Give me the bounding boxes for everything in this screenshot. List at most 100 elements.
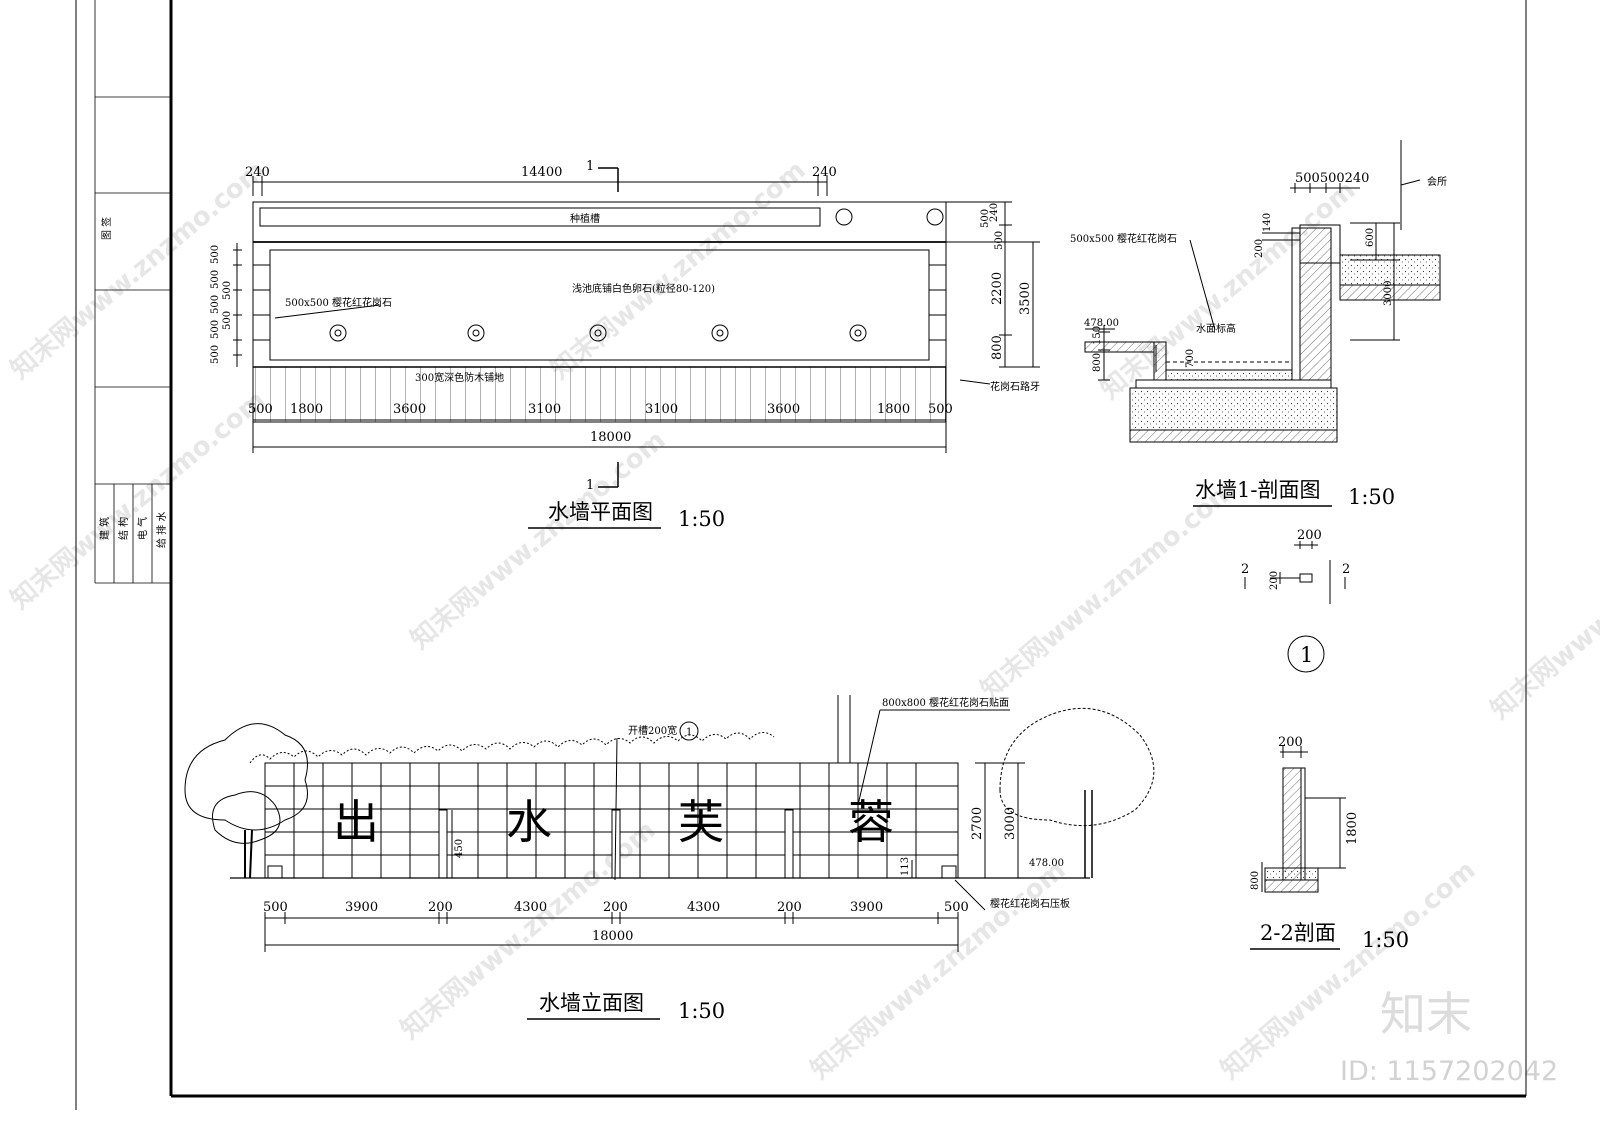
section1-dim-700: 700 (1185, 349, 1196, 368)
elevation-bottom-dim-5: 200 (603, 900, 628, 915)
section2-dim-top: 200 (1278, 735, 1303, 750)
plan-right-dim-500a: 500 (980, 209, 991, 228)
plan-label-deck: 300宽深色防木铺地 (415, 371, 504, 384)
section2-title: 2-2剖面 (1260, 921, 1336, 945)
section-1-view: 500500240 会所 500x500 樱花红花岗石 水面标高 478.00 … (1070, 140, 1447, 509)
watermark-text-2: 知末网www.znzmo.com (5, 385, 271, 615)
section-2-view: 200 1800 800 2-2剖面 1:50 (1250, 735, 1409, 952)
titleblock-row-2: 结 构 (117, 517, 130, 540)
elevation-cap-label: 樱花红花岗石压板 (990, 897, 1070, 910)
section1-title: 水墙1-剖面图 (1195, 478, 1320, 502)
elevation-char-1: 出 (333, 795, 379, 849)
detail1-circle-label: 1 (1300, 643, 1313, 667)
plan-bottom-dim-8: 500 (928, 402, 953, 417)
section1-scale: 1:50 (1348, 485, 1395, 509)
section1-granite-label: 500x500 樱花红花岗石 (1070, 232, 1177, 245)
plan-bottom-dim-3: 3600 (393, 402, 426, 417)
plan-left-dim-5: 500 (210, 345, 221, 364)
plan-left-dim-1: 500 (210, 245, 221, 264)
watermark-text-5: 知末网www.znzmo.com (975, 475, 1241, 705)
plan-right-dim-240: 240 (989, 203, 1000, 222)
elevation-bottom-dim-3: 200 (428, 900, 453, 915)
section1-dim-600: 600 (1365, 228, 1376, 247)
plan-bottom-dim-7: 1800 (877, 402, 910, 417)
plan-right-dim-3500: 3500 (1018, 282, 1033, 315)
detail1-mark-right: 2 (1342, 562, 1350, 577)
plan-label-pool: 浅池底铺白色卵石(粒径80-120) (572, 282, 715, 295)
plan-section-mark-top: 1 (586, 159, 594, 174)
title-block (94, 0, 171, 584)
plan-left-dim-4: 500 (210, 320, 221, 339)
plan-bottom-dim-6: 3600 (767, 402, 800, 417)
plan-right-dim-500b: 500 (994, 231, 1005, 250)
plan-left-dim-3: 500 (210, 295, 221, 314)
section1-top-dims: 500500240 (1295, 171, 1369, 186)
section2-scale: 1:50 (1362, 928, 1409, 952)
plan-top-dim-1: 240 (245, 165, 270, 180)
elevation-dim-450: 450 (454, 839, 465, 858)
plan-top-dim-2: 14400 (521, 165, 562, 180)
elevation-circle-label: 1 (686, 727, 692, 738)
plan-right-dim-2200: 2200 (990, 272, 1005, 305)
elevation-cladding-label: 800x800 樱花红花岗石贴面 (882, 696, 1009, 709)
elevation-scale: 1:50 (678, 999, 725, 1023)
plan-view: 240 14400 240 1 1 种植槽 浅池底铺白色卵石(粒径80-120)… (210, 159, 1040, 531)
detail1-mark-left: 2 (1241, 562, 1249, 577)
elevation-char-4: 蓉 (848, 795, 894, 849)
plan-label-curb: 花岗石路牙 (990, 380, 1040, 393)
detail1-dim-side: 200 (1269, 571, 1280, 590)
plan-label-granite: 500x500 樱花红花岗石 (285, 296, 392, 309)
watermark-text-10: 知末网www.znzmo.com (1485, 495, 1600, 725)
plan-section-mark-bottom: 1 (586, 478, 594, 493)
watermark-logo: 知末 (1380, 987, 1472, 1041)
plan-right-dim-800: 800 (990, 335, 1005, 360)
plan-left-dim-6: 500 (222, 281, 233, 300)
plan-left-dim-2: 500 (210, 270, 221, 289)
elevation-bottom-dim-4: 4300 (514, 900, 547, 915)
section1-hall-label: 会所 (1427, 175, 1447, 188)
plan-bottom-dim-1: 500 (248, 402, 273, 417)
elevation-dim-2700: 2700 (970, 807, 985, 840)
section2-dim-800: 800 (1250, 871, 1261, 890)
plan-bottom-dim-5: 3100 (645, 402, 678, 417)
titleblock-row-4: 给 排 水 (155, 512, 168, 548)
elevation-total-dim: 18000 (592, 929, 633, 944)
section2-dim-1800: 1800 (1345, 812, 1360, 845)
plan-total-dim: 18000 (590, 430, 631, 445)
watermark-text-3: 知末网www.znzmo.com (405, 425, 671, 655)
section1-dim-140: 140 (1262, 213, 1273, 232)
detail1-dim-top: 200 (1297, 528, 1322, 543)
elevation-elev: 478.00 (1029, 858, 1064, 869)
sheet-frame (75, 0, 1527, 1110)
elevation-bottom-dim-6: 4300 (687, 900, 720, 915)
titleblock-top: 图 签 (100, 217, 113, 240)
elevation-bottom-dim-7: 200 (777, 900, 802, 915)
section1-dim-200: 200 (1254, 239, 1265, 258)
plan-scale: 1:50 (678, 507, 725, 531)
plan-bottom-dim-4: 3100 (528, 402, 561, 417)
elevation-dim-113: 113 (900, 857, 911, 876)
elevation-bottom-dim-1: 500 (263, 900, 288, 915)
watermark-text-8: 知末网www.znzmo.com (805, 855, 1071, 1085)
plan-label-planter: 种植槽 (570, 212, 600, 225)
watermark-id: ID: 1157202042 (1340, 1056, 1558, 1087)
section1-dim-800: 800 (1092, 353, 1103, 372)
titleblock-row-3: 电 气 (136, 517, 149, 540)
elevation-bottom-dim-9: 500 (944, 900, 969, 915)
elevation-dim-3000: 3000 (1003, 807, 1018, 840)
elevation-title: 水墙立面图 (539, 991, 644, 1015)
plan-top-dim-3: 240 (812, 165, 837, 180)
section1-dim-150: 150 (1092, 326, 1103, 345)
detail-1: 200 200 2 2 1 (1241, 528, 1350, 673)
watermark-text-4: 知末网www.znzmo.com (545, 155, 811, 385)
titleblock-row-1: 建 筑 (98, 517, 111, 540)
section1-dim-3000: 3000 (1383, 281, 1394, 306)
plan-left-dim-7: 500 (222, 311, 233, 330)
elevation-view: 出 水 芙 蓉 800x800 樱花红花岗石贴面 开槽200宽 1 樱花红花岗石… (184, 695, 1155, 1023)
plan-title: 水墙平面图 (548, 500, 653, 524)
section1-elev: 478.00 (1084, 318, 1119, 329)
section1-water-label: 水面标高 (1196, 322, 1236, 335)
elevation-bottom-dim-8: 3900 (850, 900, 883, 915)
elevation-bottom-dim-2: 3900 (345, 900, 378, 915)
watermark-text-1: 知末网www.znzmo.com (5, 155, 271, 385)
